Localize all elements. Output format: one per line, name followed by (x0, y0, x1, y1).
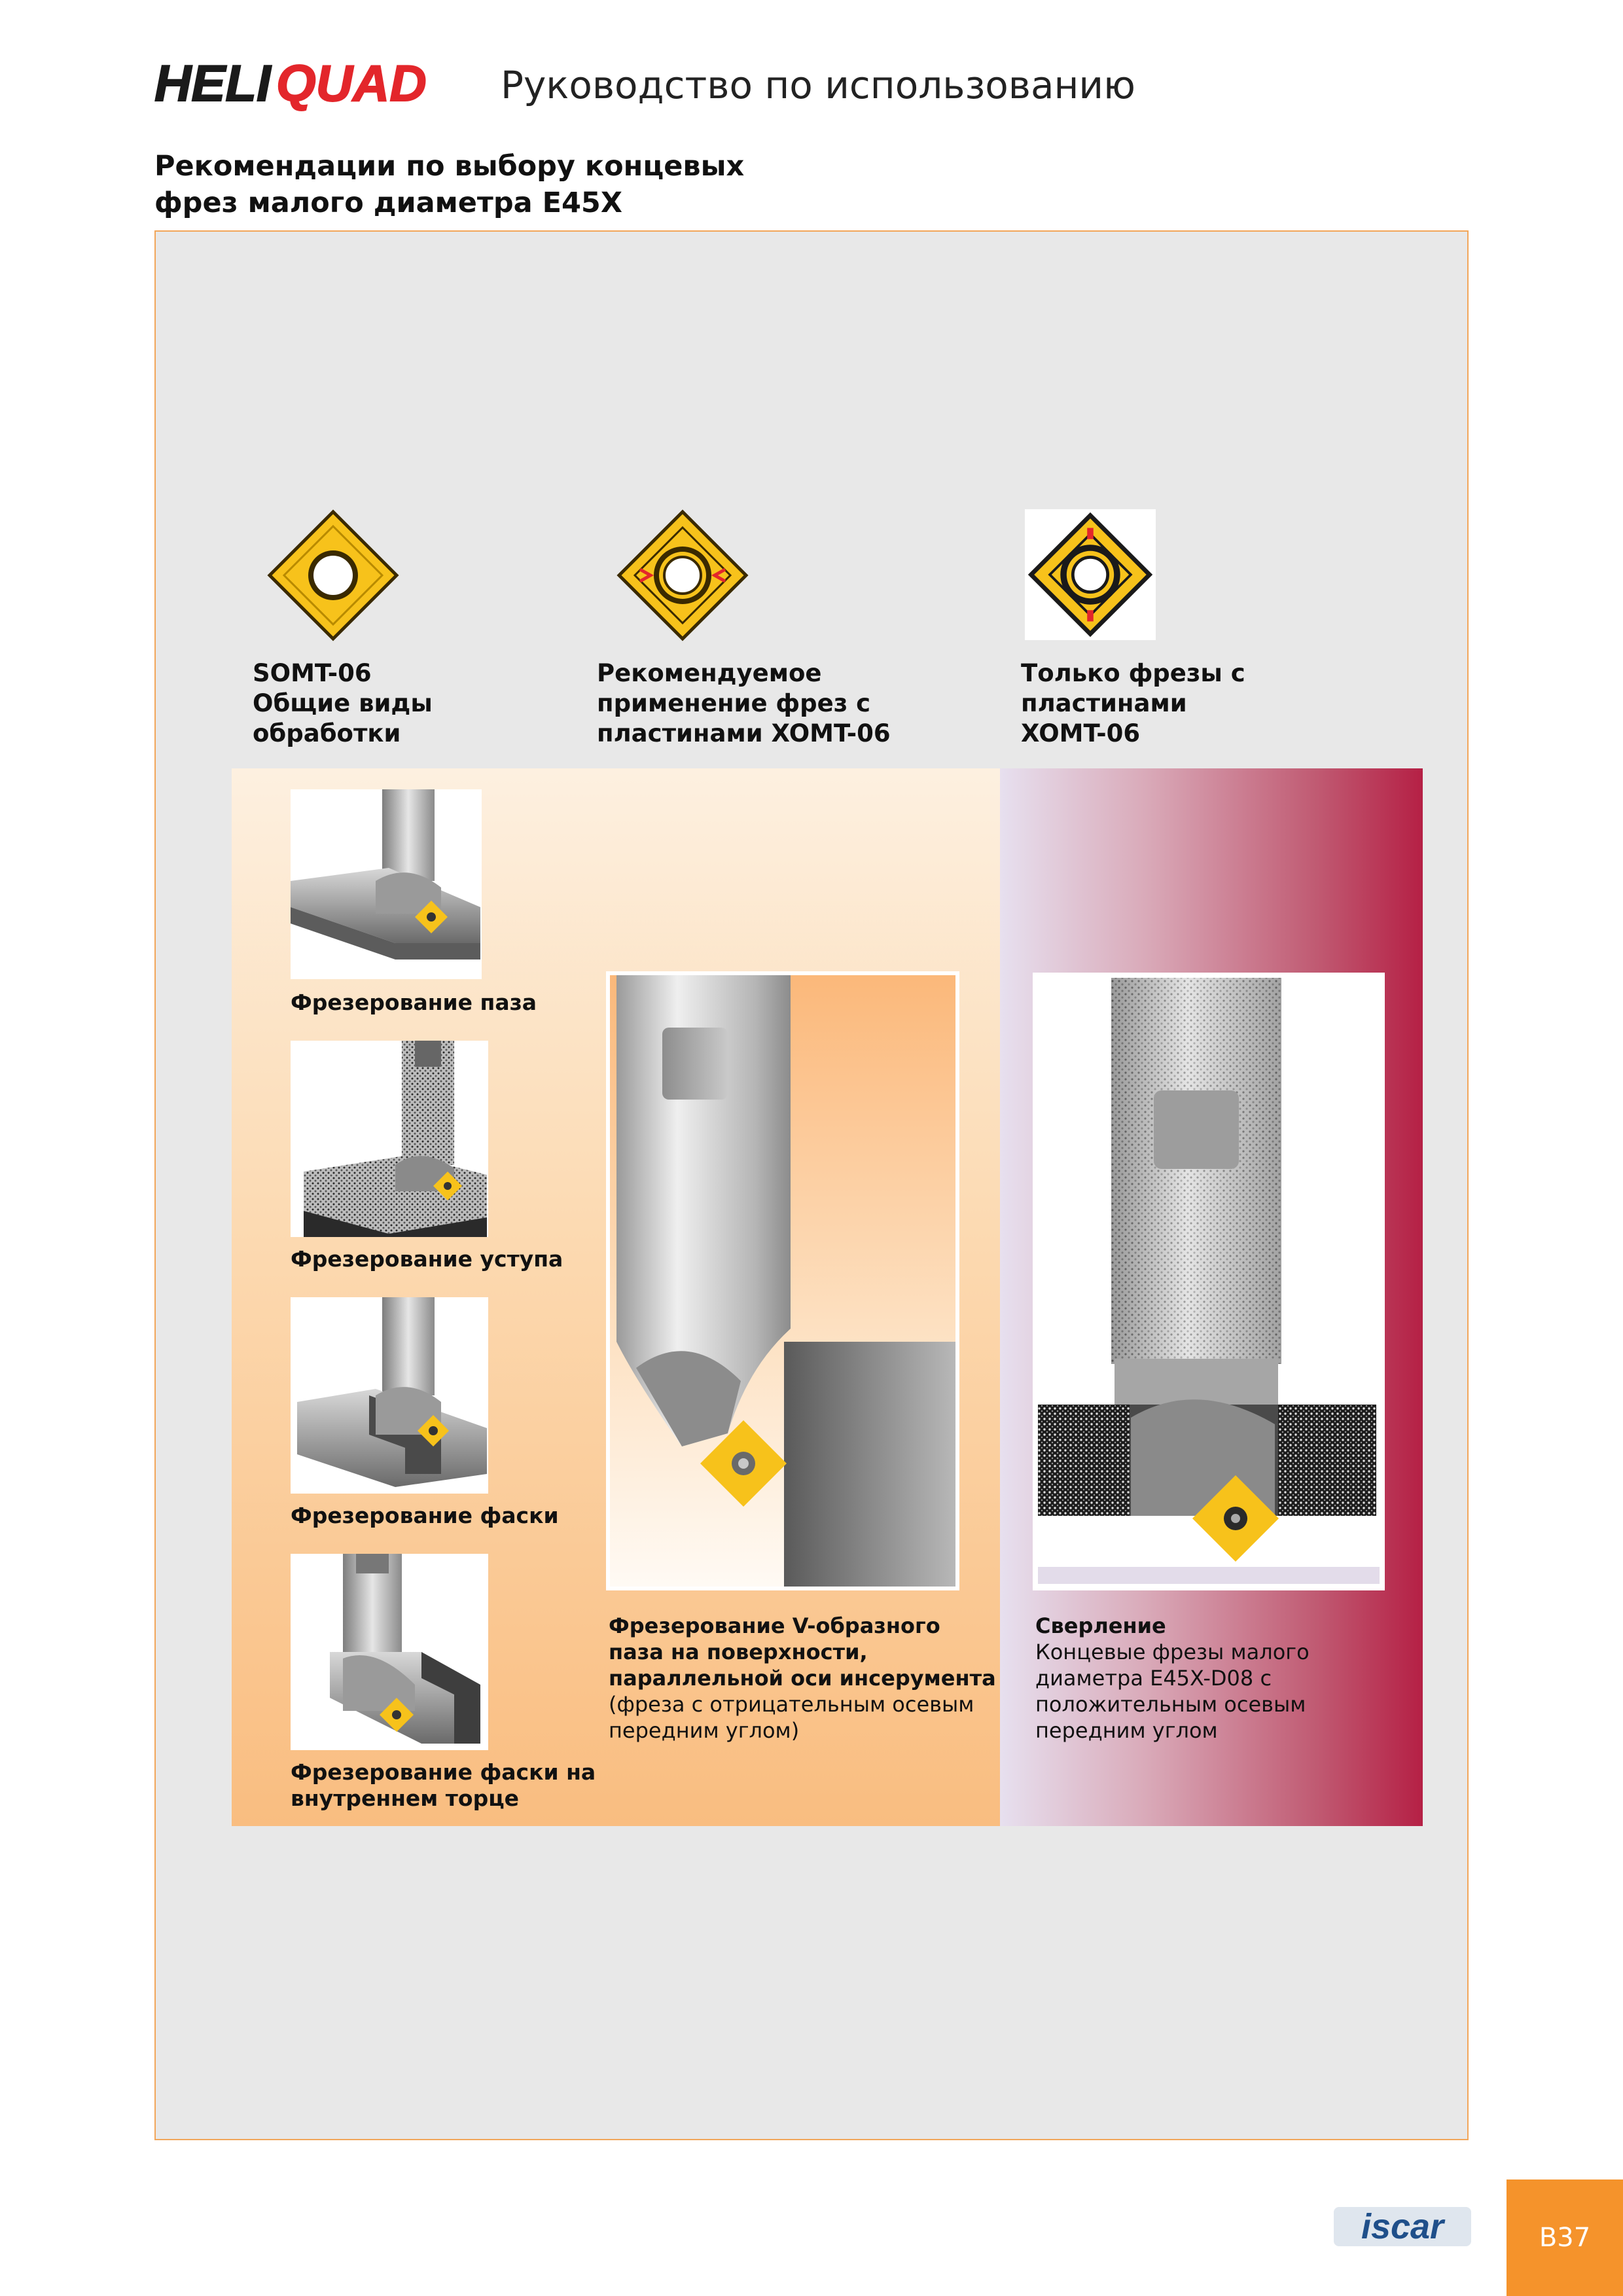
drilling-line1: Концевые фрезы малого (1035, 1640, 1310, 1664)
section-title: Рекомендации по выбору концевых фрез мал… (154, 148, 744, 221)
caption-somt: SOMT-06 Общие виды обработки (253, 658, 433, 749)
caption-xomt-only-line2: пластинами (1021, 689, 1187, 717)
shoulder-milling-image (291, 1041, 488, 1237)
caption-xomt-only-line3: XOMT-06 (1021, 719, 1141, 747)
xomt-only-insert-icon (1025, 509, 1156, 640)
heliquad-logo: HELI QUAD (154, 55, 449, 114)
v-groove-note-line2: передним углом) (609, 1718, 800, 1743)
page-number: B37 (1539, 2223, 1591, 2253)
chamfer-milling-label: Фрезерование фаски (291, 1503, 559, 1528)
caption-somt-line1: SOMT-06 (253, 659, 372, 687)
caption-xomt-only: Только фрезы с пластинами XOMT-06 (1021, 658, 1245, 749)
caption-xomt-line2: применение фрез с (597, 689, 871, 717)
caption-xomt-recommended: Рекомендуемое применение фрез с пластина… (597, 658, 891, 749)
drilling-line4: передним углом (1035, 1718, 1218, 1743)
inner-chamfer-milling-image (291, 1554, 488, 1750)
logo-heli: HELI (154, 55, 272, 112)
slot-milling-image (291, 789, 482, 979)
v-groove-title-line1: Фрезерование V-образного (609, 1613, 940, 1638)
shoulder-milling-label: Фрезерование уступа (291, 1246, 563, 1272)
drilling-line3: положительным осевым (1035, 1692, 1306, 1717)
iscar-logo-text: iscar (1361, 2207, 1446, 2246)
inner-chamfer-label-line2: внутреннем торце (291, 1785, 520, 1811)
xomt-insert-icon (614, 507, 751, 644)
caption-xomt-only-line1: Только фрезы с (1021, 659, 1245, 687)
somt-insert-icon (264, 507, 402, 644)
inner-chamfer-label-line1: Фрезерование фаски на (291, 1759, 596, 1785)
slot-milling-label: Фрезерование паза (291, 990, 537, 1015)
drilling-line2: диаметра E45X-D08 с (1035, 1666, 1272, 1691)
v-groove-title-line3: параллельной оси инсерумента (609, 1666, 996, 1691)
v-groove-title-line2: паза на поверхности, (609, 1640, 868, 1664)
caption-xomt-line1: Рекомендуемое (597, 659, 822, 687)
caption-xomt-line3: пластинами XOMT-06 (597, 719, 891, 747)
caption-somt-line3: обработки (253, 719, 401, 747)
v-groove-milling-image (606, 971, 959, 1590)
page-number-tab: B37 (1507, 2179, 1623, 2296)
drilling-image (1033, 973, 1385, 1590)
logo-quad: QUAD (276, 55, 427, 112)
section-title-line1: Рекомендации по выбору концевых (154, 150, 745, 183)
iscar-logo: iscar (1334, 2200, 1471, 2253)
v-groove-description: Фрезерование V-образного паза на поверхн… (609, 1613, 996, 1744)
page-header-title: Руководство по использованию (501, 63, 1135, 107)
inner-chamfer-milling-label: Фрезерование фаски на внутреннем торце (291, 1759, 596, 1812)
section-title-line2: фрез малого диаметра E45X (154, 187, 622, 219)
chamfer-milling-image (291, 1297, 488, 1494)
caption-somt-line2: Общие виды (253, 689, 433, 717)
v-groove-note-line1: (фреза с отрицательным осевым (609, 1692, 974, 1717)
drilling-description: Сверление Концевые фрезы малого диаметра… (1035, 1613, 1310, 1744)
drilling-title: Сверление (1035, 1613, 1166, 1638)
